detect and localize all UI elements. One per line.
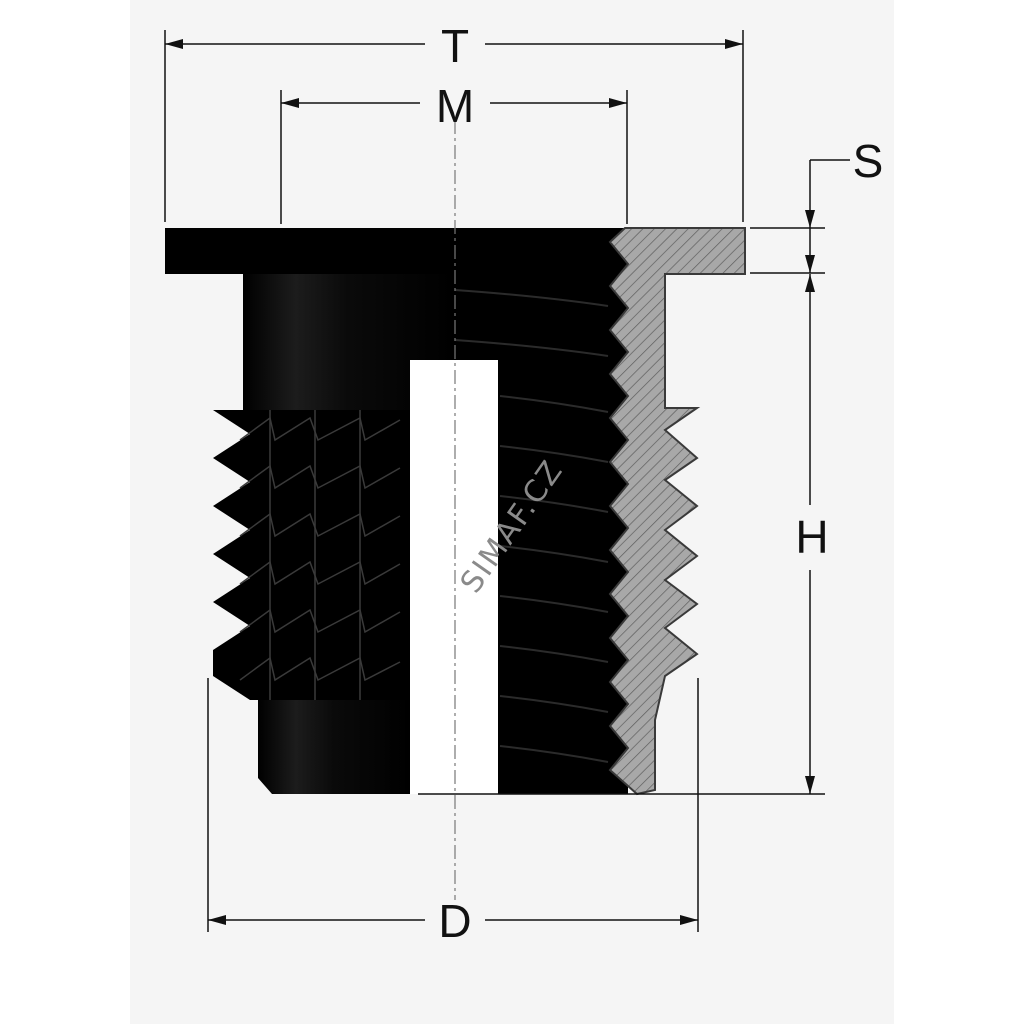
- external-threads: [213, 410, 410, 700]
- thread-tooth-highlights: [239, 410, 401, 700]
- label-t: T: [441, 20, 469, 72]
- label-m: M: [436, 80, 474, 132]
- dimension-s: [750, 159, 850, 274]
- label-s: S: [853, 135, 884, 187]
- label-h: H: [795, 511, 828, 563]
- section-view: [608, 227, 746, 796]
- internal-thread-lines: [454, 289, 609, 763]
- dimension-h: [418, 274, 825, 795]
- dimension-t: [164, 30, 744, 222]
- dimension-d: [207, 678, 699, 932]
- dimension-m: [280, 90, 628, 224]
- pilot-end: [258, 700, 410, 794]
- label-d: D: [438, 895, 471, 947]
- slot: [410, 360, 498, 794]
